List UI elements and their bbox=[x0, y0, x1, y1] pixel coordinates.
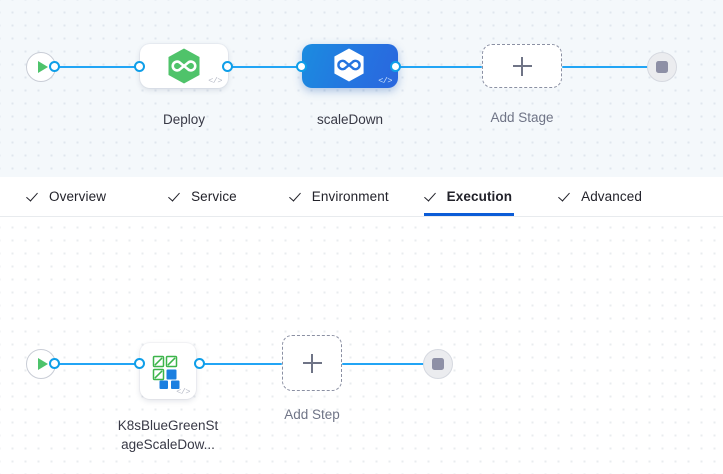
stop-icon bbox=[656, 61, 668, 73]
stage-config-tabs: Overview Service Environment Execution A… bbox=[0, 177, 723, 217]
add-stage-label: Add Stage bbox=[490, 110, 554, 125]
harness-cd-hexagon-icon bbox=[167, 47, 201, 85]
check-icon bbox=[560, 190, 573, 203]
check-icon bbox=[426, 190, 439, 203]
step-edge-start-node bbox=[54, 363, 142, 366]
plus-icon bbox=[512, 56, 532, 76]
tab-service[interactable]: Service bbox=[168, 177, 239, 216]
add-step-button[interactable] bbox=[282, 335, 342, 391]
step-node-label: K8sBlueGreenSt ageScaleDow... bbox=[117, 418, 219, 452]
k8s-bluegreen-grid-icon bbox=[148, 351, 188, 391]
execution-steps-canvas[interactable]: </> K8sBlueGreenSt ageScaleDow... Add St… bbox=[0, 218, 723, 474]
stage-start-port[interactable] bbox=[49, 61, 60, 72]
check-icon bbox=[170, 190, 183, 203]
harness-cd-hexagon-icon bbox=[333, 47, 367, 85]
code-badge-icon: </> bbox=[176, 386, 190, 397]
stage-node-scaledown-label: scaleDown bbox=[316, 112, 384, 127]
step-start-port[interactable] bbox=[49, 358, 60, 369]
play-icon bbox=[37, 358, 48, 370]
stage-end-node[interactable] bbox=[647, 52, 677, 82]
stage-edge-addstage-end bbox=[562, 66, 654, 69]
stage-node-scaledown-port-in[interactable] bbox=[296, 61, 307, 72]
stage-edge-start-deploy bbox=[54, 66, 140, 69]
plus-icon bbox=[302, 353, 322, 373]
tab-environment[interactable]: Environment bbox=[289, 177, 391, 216]
tab-advanced[interactable]: Advanced bbox=[558, 177, 644, 216]
step-end-node[interactable] bbox=[423, 349, 453, 379]
stage-start-node[interactable] bbox=[26, 52, 56, 82]
step-edge-addstep-end bbox=[342, 363, 434, 366]
stop-icon bbox=[432, 358, 444, 370]
code-badge-icon: </> bbox=[378, 75, 392, 86]
stage-node-scaledown-port-out[interactable] bbox=[390, 61, 401, 72]
tab-execution[interactable]: Execution bbox=[423, 177, 515, 216]
stage-edge-deploy-scaledown bbox=[228, 66, 310, 69]
stage-node-deploy[interactable]: </> bbox=[140, 44, 228, 88]
stage-node-deploy-port-in[interactable] bbox=[134, 61, 145, 72]
check-icon bbox=[291, 190, 304, 203]
play-icon bbox=[37, 61, 48, 73]
code-badge-icon: </> bbox=[208, 75, 222, 86]
tab-overview[interactable]: Overview bbox=[26, 177, 108, 216]
stage-canvas[interactable]: </> Deploy </> scaleDown bbox=[0, 0, 723, 177]
step-edge-node-addstep bbox=[200, 363, 282, 366]
stage-node-deploy-port-out[interactable] bbox=[222, 61, 233, 72]
add-stage-button[interactable] bbox=[482, 44, 562, 88]
stage-edge-scaledown-addstage bbox=[396, 66, 482, 69]
add-step-label: Add Step bbox=[284, 407, 340, 422]
step-node-port-in[interactable] bbox=[134, 358, 145, 369]
check-icon bbox=[28, 190, 41, 203]
step-node-port-out[interactable] bbox=[194, 358, 205, 369]
stage-node-scaledown[interactable]: </> bbox=[302, 44, 398, 88]
step-node-k8s-bluegreen-scaledown[interactable]: </> bbox=[140, 343, 196, 399]
stage-node-deploy-label: Deploy bbox=[162, 112, 206, 127]
